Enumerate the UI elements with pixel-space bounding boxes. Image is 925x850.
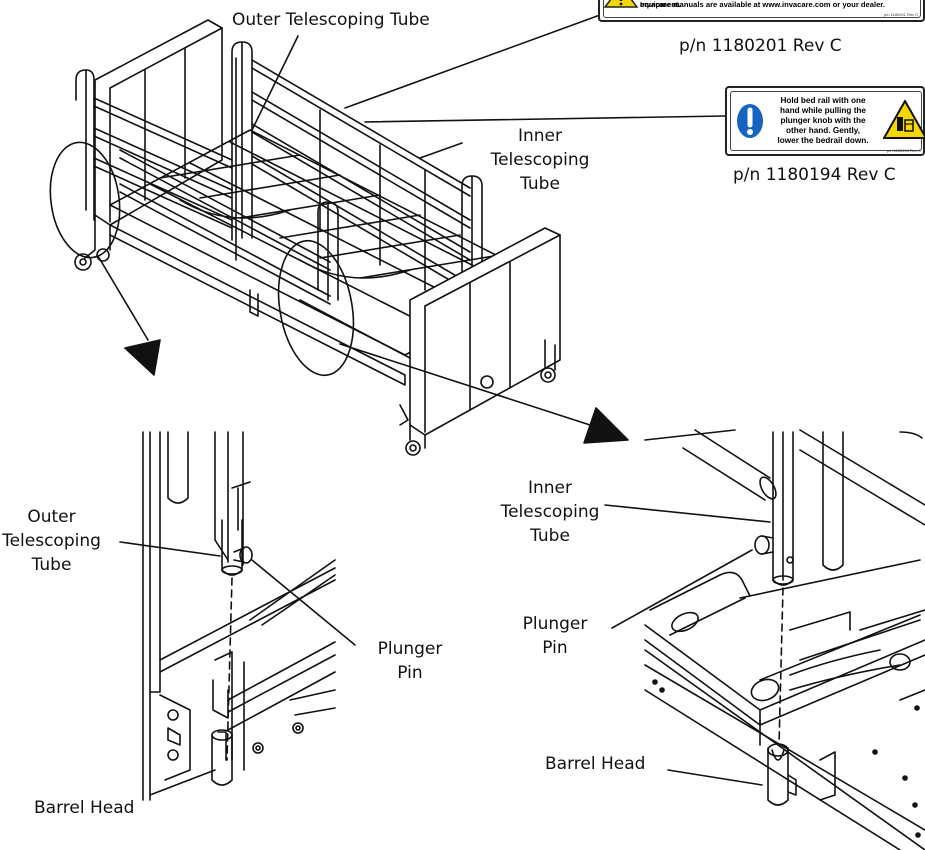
label-plunger-pin-left: Plunger Pin — [355, 637, 465, 685]
callout-circle-left — [49, 141, 121, 259]
caster-left-front — [74, 253, 92, 271]
label-plunger-right-line1: Plunger — [522, 614, 588, 634]
label-inner-telescoping-tube-detail: Inner Telescoping Tube — [480, 476, 620, 548]
label-inner-top-line3: Tube — [520, 174, 560, 194]
label-outer-detail-line3: Tube — [31, 555, 72, 575]
bed-overview-drawing — [49, 14, 726, 456]
barrel-head-right — [767, 747, 789, 806]
leader-inner-top — [419, 142, 463, 159]
label-inner-detail-line2: Telescoping — [500, 502, 600, 522]
caster-left-rear — [96, 248, 110, 262]
alignment-line-right — [778, 587, 784, 746]
leader-decal-bottom — [364, 115, 726, 123]
label-inner-detail-line3: Tube — [530, 526, 570, 546]
info-decal-text-1: Hold bed rail with one — [780, 96, 866, 105]
part-number-top: p/n 1180201 Rev C — [679, 36, 842, 56]
leader-decal-top — [344, 14, 601, 109]
part-number-bottom: p/n 1180194 Rev C — [733, 165, 896, 185]
warning-decal-text-1: frequently. Read and understand the User… — [640, 0, 681, 9]
leader-barrel-right — [667, 769, 763, 786]
leader-outer-top — [251, 35, 299, 131]
caster-right-rear — [540, 367, 556, 383]
label-outer-telescoping-tube-detail: Outer Telescoping Tube — [0, 505, 109, 577]
callout-circle-right — [277, 239, 355, 377]
warning-decal: frequently. Read and understand the User… — [598, 0, 925, 22]
label-plunger-right-line2: Pin — [542, 638, 568, 658]
label-outer-detail-line2: Telescoping — [2, 531, 101, 551]
info-exclamation-icon — [737, 104, 763, 138]
footboard-right — [409, 227, 561, 436]
label-inner-telescoping-tube-top: Inner Telescoping Tube — [470, 124, 610, 196]
label-inner-top-line1: Inner — [517, 126, 562, 146]
detail-right-drawing — [604, 429, 925, 850]
info-decal-text-3: plunger knob with the — [780, 116, 866, 125]
arrow-right-shaft — [339, 343, 591, 426]
warning-decal-text-2: Invacare manuals are available at www.in… — [640, 0, 885, 9]
info-decal-text-2: hand while pulling the — [780, 106, 866, 115]
label-outer-telescoping-tube-top: Outer Telescoping Tube — [232, 10, 430, 30]
label-plunger-left-line2: Pin — [397, 663, 423, 683]
label-barrel-head-right: Barrel Head — [545, 754, 646, 774]
label-plunger-pin-right: Plunger Pin — [500, 612, 610, 660]
plunger-pin-right — [754, 535, 770, 555]
info-decal-small-pn: p/n 1180194 Rev C — [887, 148, 922, 153]
warning-decal-small-pn: p/n 1180201 Rev C — [884, 12, 919, 17]
label-outer-detail-line1: Outer — [27, 507, 76, 527]
arrow-left-head — [124, 339, 161, 376]
info-decal-text-5: lower the bedrail down. — [777, 136, 869, 145]
info-decal: Hold bed rail with one hand while pullin… — [725, 86, 925, 156]
leader-outer-detail — [119, 541, 221, 557]
arrow-right-head — [583, 407, 629, 444]
bedrail-warning-icon — [883, 100, 925, 139]
label-plunger-left-line1: Plunger — [377, 639, 443, 659]
left-tube-rounded — [167, 431, 189, 504]
leader-plunger-left — [251, 559, 356, 646]
leader-barrel-left — [149, 769, 216, 796]
right-vertical-tube — [822, 431, 844, 571]
arrow-left-shaft — [97, 255, 149, 341]
leader-plunger-right — [611, 549, 753, 629]
label-inner-top-line2: Telescoping — [490, 150, 590, 170]
caster-right-front — [405, 440, 421, 456]
barrel-head-left — [211, 734, 233, 786]
leader-inner-detail — [604, 504, 771, 523]
detail-left-drawing — [119, 431, 356, 801]
warning-triangle-icon — [604, 0, 638, 8]
label-barrel-head-left: Barrel Head — [34, 798, 135, 818]
label-inner-detail-line1: Inner — [527, 478, 572, 498]
info-decal-text-4: other hand. Gently, — [786, 126, 860, 135]
plunger-pin-left — [239, 546, 253, 564]
